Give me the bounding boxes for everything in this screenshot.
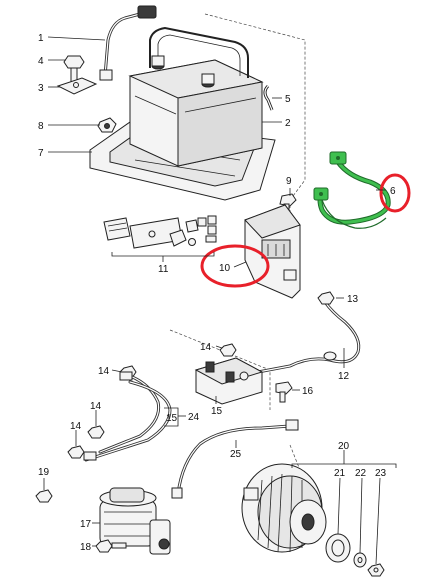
- nut-14-low: [67, 445, 85, 459]
- callout-14-low: 14: [70, 421, 82, 432]
- callout-6: 6: [390, 186, 396, 197]
- callout-14-mid: 14: [90, 401, 102, 412]
- callout-24: 24: [188, 412, 200, 423]
- callout-21: 21: [334, 468, 346, 479]
- callout-19: 19: [38, 467, 50, 478]
- highlight-circle-6: [379, 173, 411, 213]
- callout-15-main: 15: [211, 406, 223, 417]
- nut-23: [367, 563, 385, 577]
- alternator-20: [241, 463, 327, 553]
- callout-1: 1: [38, 33, 44, 44]
- callout-20: 20: [338, 441, 350, 452]
- battery: [128, 26, 264, 167]
- nut-14-top: [219, 343, 237, 357]
- bolt-18: [95, 539, 127, 553]
- nut-13: [317, 291, 335, 305]
- callout-14-top: 14: [200, 342, 212, 353]
- nut-19: [35, 489, 53, 503]
- battery-cable-1: [99, 5, 157, 81]
- callout-22: 22: [355, 468, 367, 479]
- cable-25: [171, 419, 299, 499]
- callout-16: 16: [302, 386, 314, 397]
- nut-8: [97, 117, 117, 133]
- highlight-circle-10: [200, 244, 270, 288]
- washer-22: [353, 552, 367, 568]
- callout-12: 12: [338, 371, 350, 382]
- callout-18: 18: [80, 542, 92, 553]
- control-unit-10: [244, 204, 301, 299]
- cables-24: [83, 371, 172, 462]
- callout-10: 10: [219, 263, 231, 274]
- ground-strap-6: [313, 151, 391, 229]
- callout-25: 25: [230, 449, 242, 460]
- callout-23: 23: [375, 468, 387, 479]
- callout-2: 2: [285, 118, 291, 129]
- clamp-3: [56, 77, 98, 95]
- callout-4: 4: [38, 56, 44, 67]
- vent-tube-5: [263, 84, 274, 111]
- callout-5: 5: [285, 94, 291, 105]
- bolt-16: [275, 381, 293, 403]
- leader-lines: [43, 36, 397, 565]
- callout-14-left: 14: [98, 366, 110, 377]
- callout-9: 9: [286, 176, 292, 187]
- fuse-parts-11: [103, 215, 217, 249]
- nut-14-mid: [87, 425, 105, 439]
- pulley-21: [325, 533, 351, 563]
- callout-3: 3: [38, 83, 44, 94]
- callout-17: 17: [80, 519, 92, 530]
- terminal-block-15: [194, 357, 264, 405]
- callout-13: 13: [347, 294, 359, 305]
- callout-11: 11: [158, 264, 169, 275]
- callout-7: 7: [38, 148, 44, 159]
- callout-8: 8: [38, 121, 44, 132]
- callout-labels: 1 4 3 8 7 2 5 6 9 10 11 13 12 14 14 14 1…: [38, 33, 396, 553]
- starter-17: [99, 487, 171, 555]
- callout-15-bracket: 15: [166, 413, 178, 424]
